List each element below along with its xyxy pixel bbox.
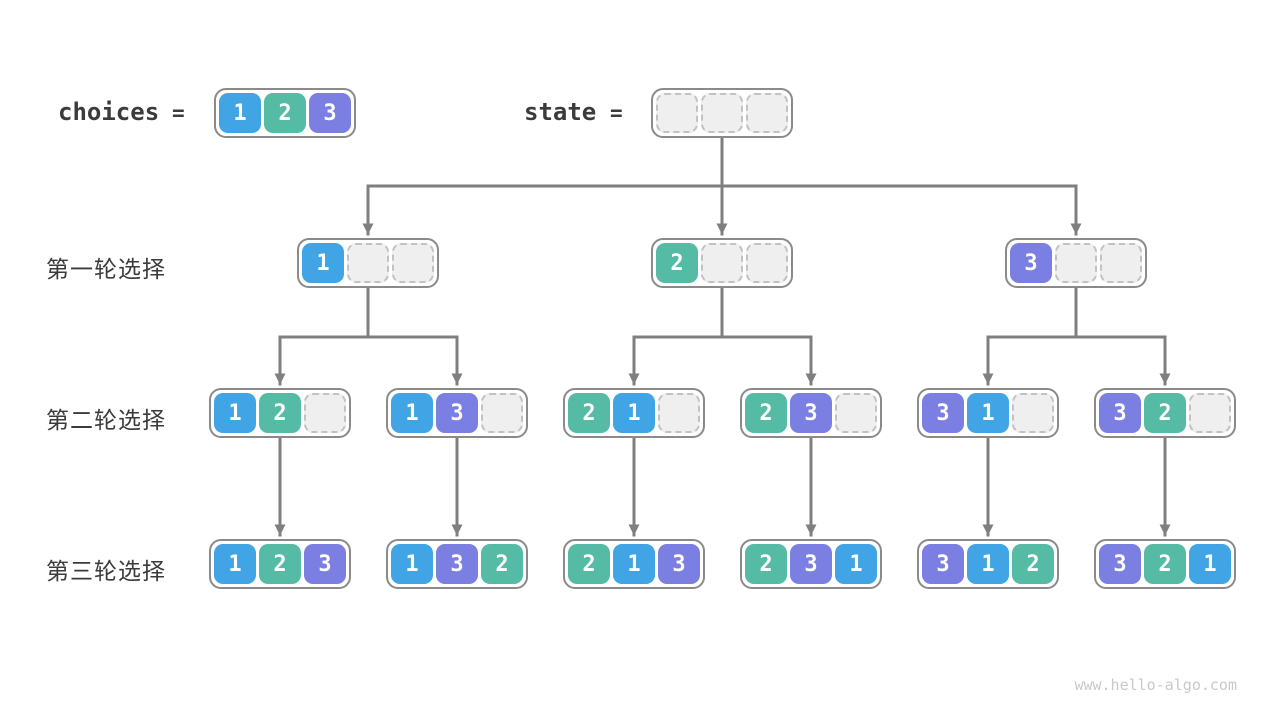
cell-1: 1 — [391, 393, 433, 433]
cell-empty — [746, 243, 788, 283]
cell-3: 3 — [309, 93, 351, 133]
cell-2: 2 — [1012, 544, 1054, 584]
cell-empty — [701, 243, 743, 283]
choices-equals-sign: = — [172, 101, 185, 125]
cell-empty — [746, 93, 788, 133]
cell-2: 2 — [264, 93, 306, 133]
cell-2: 2 — [745, 393, 787, 433]
cell-1: 1 — [835, 544, 877, 584]
cell-3: 3 — [436, 544, 478, 584]
watermark: www.hello-algo.com — [1074, 676, 1237, 694]
round-3-label: 第三轮选择 — [46, 559, 166, 585]
cell-1: 1 — [302, 243, 344, 283]
state-array-node — [651, 88, 793, 138]
cell-1: 1 — [613, 544, 655, 584]
cell-3: 3 — [1099, 544, 1141, 584]
cell-2: 2 — [259, 393, 301, 433]
cell-empty — [835, 393, 877, 433]
cell-empty — [1189, 393, 1231, 433]
choices-label: choices — [58, 98, 160, 126]
round-2-label: 第二轮选择 — [46, 408, 166, 434]
cell-2: 2 — [745, 544, 787, 584]
round1-node-3: 3 — [1005, 238, 1147, 288]
cell-2: 2 — [568, 544, 610, 584]
cell-3: 3 — [1010, 243, 1052, 283]
cell-2: 2 — [1144, 544, 1186, 584]
state-label: state — [524, 98, 597, 126]
cell-2: 2 — [259, 544, 301, 584]
cell-3: 3 — [790, 544, 832, 584]
cell-3: 3 — [790, 393, 832, 433]
cell-1: 1 — [219, 93, 261, 133]
round1-node-2: 2 — [651, 238, 793, 288]
cell-2: 2 — [568, 393, 610, 433]
cell-1: 1 — [967, 393, 1009, 433]
cell-2: 2 — [656, 243, 698, 283]
cell-empty — [481, 393, 523, 433]
cell-empty — [304, 393, 346, 433]
cell-3: 3 — [436, 393, 478, 433]
cell-3: 3 — [922, 393, 964, 433]
cell-empty — [1012, 393, 1054, 433]
cell-1: 1 — [391, 544, 433, 584]
cell-3: 3 — [1099, 393, 1141, 433]
cell-empty — [1100, 243, 1142, 283]
cell-empty — [658, 393, 700, 433]
cell-2: 2 — [481, 544, 523, 584]
round-1-label: 第一轮选择 — [46, 257, 166, 283]
cell-2: 2 — [1144, 393, 1186, 433]
cell-3: 3 — [658, 544, 700, 584]
state-equals-sign: = — [610, 101, 623, 125]
cell-1: 1 — [967, 544, 1009, 584]
cell-empty — [392, 243, 434, 283]
cell-1: 1 — [214, 544, 256, 584]
cell-1: 1 — [613, 393, 655, 433]
cell-empty — [701, 93, 743, 133]
cell-empty — [656, 93, 698, 133]
cell-1: 1 — [1189, 544, 1231, 584]
round1-node-1: 1 — [297, 238, 439, 288]
cell-empty — [347, 243, 389, 283]
cell-1: 1 — [214, 393, 256, 433]
cell-3: 3 — [922, 544, 964, 584]
cell-empty — [1055, 243, 1097, 283]
cell-3: 3 — [304, 544, 346, 584]
